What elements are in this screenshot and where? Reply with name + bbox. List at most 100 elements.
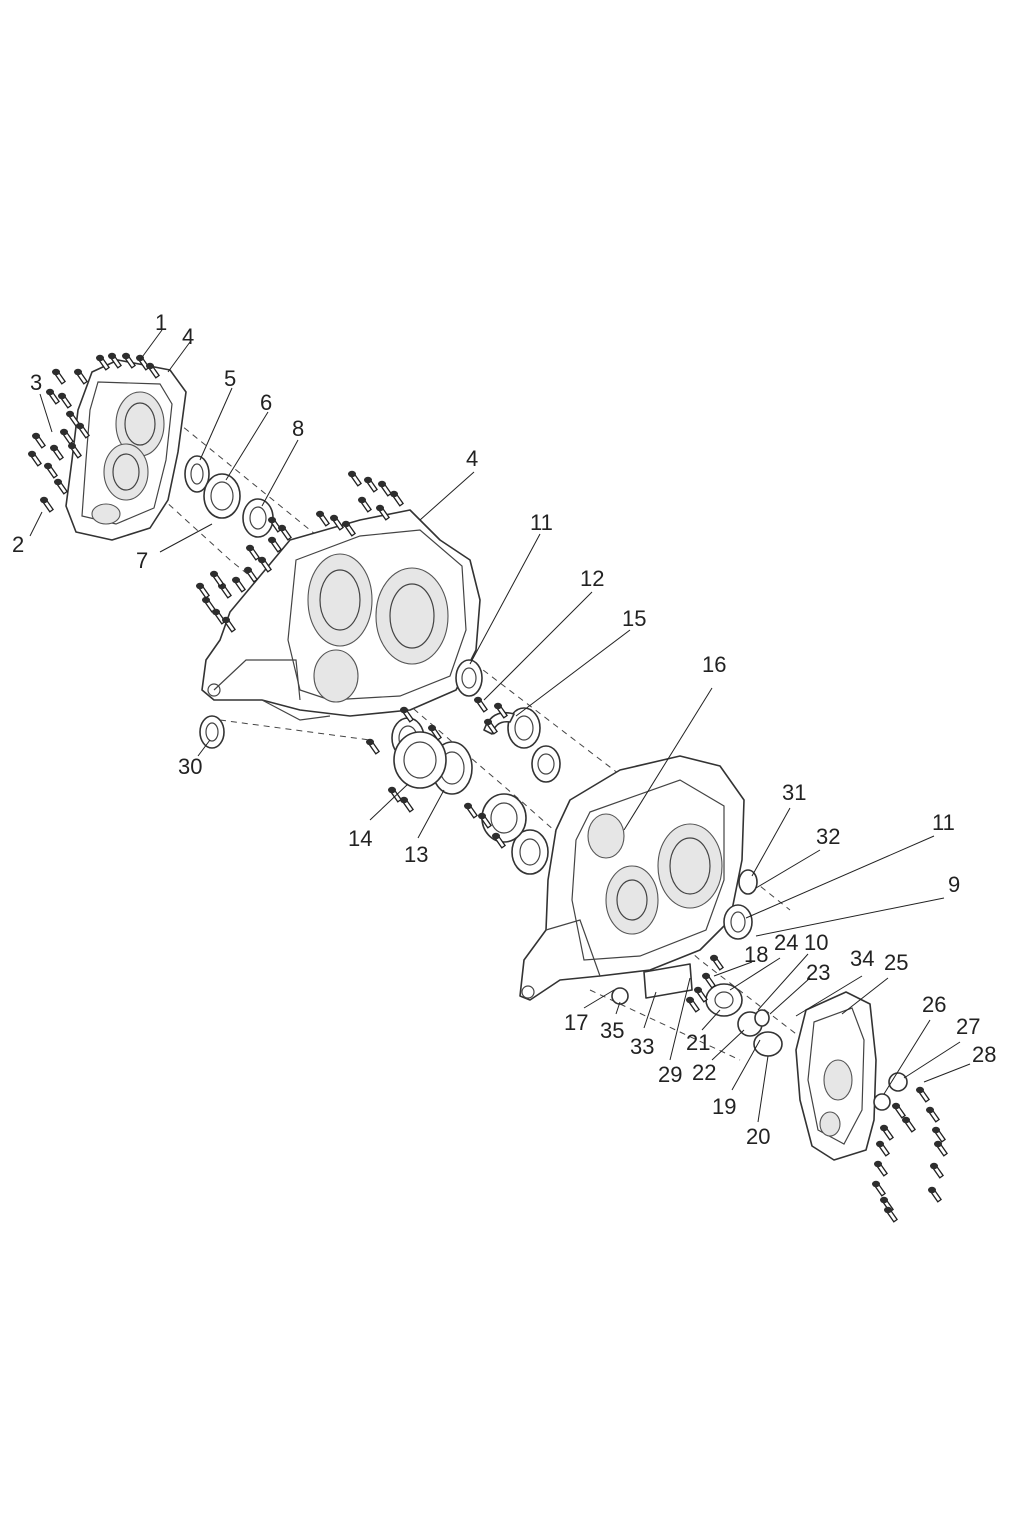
plate-center bbox=[481, 793, 527, 843]
bolt-icon bbox=[52, 368, 67, 385]
callout-16: 16 bbox=[702, 652, 726, 677]
callout-19: 19 bbox=[712, 1094, 736, 1119]
callout-4-upper: 4 bbox=[182, 324, 194, 349]
bolt-icon bbox=[202, 596, 217, 613]
callout-20: 20 bbox=[746, 1124, 770, 1149]
callout-6: 6 bbox=[260, 390, 272, 415]
bolt-icon bbox=[892, 1102, 907, 1119]
bolt-icon bbox=[108, 352, 123, 369]
bolt-icon bbox=[40, 496, 55, 513]
bolt-icon bbox=[494, 702, 509, 719]
seal-part-30 bbox=[199, 715, 225, 749]
callout-18: 18 bbox=[744, 942, 768, 967]
bolt-icon bbox=[428, 724, 443, 741]
bolt-icon bbox=[932, 1126, 947, 1143]
seal-part-11-upper bbox=[455, 659, 483, 697]
callout-31: 31 bbox=[782, 780, 806, 805]
bolt-icon bbox=[378, 480, 393, 497]
bolt-icon bbox=[928, 1186, 943, 1203]
bolt-icon bbox=[710, 954, 725, 971]
bearing-center-d bbox=[511, 829, 549, 875]
bearings-and-seals bbox=[184, 455, 908, 1111]
bolt-icon bbox=[934, 1140, 949, 1157]
bolt-icon bbox=[390, 490, 405, 507]
bolt-icon bbox=[244, 566, 259, 583]
bolt-icon bbox=[330, 514, 345, 531]
bolt-icon bbox=[474, 696, 489, 713]
front-cover bbox=[65, 359, 187, 541]
bolt-icon bbox=[210, 570, 225, 587]
bolt-icon bbox=[694, 986, 709, 1003]
bolt-icon bbox=[316, 510, 331, 527]
bolt-icon bbox=[930, 1162, 945, 1179]
callout-9: 9 bbox=[948, 872, 960, 897]
bolt-icon bbox=[492, 832, 507, 849]
bolt-icon bbox=[46, 388, 61, 405]
callout-1: 1 bbox=[155, 310, 167, 335]
bushing-part-31 bbox=[738, 869, 758, 895]
bolt-icon bbox=[686, 996, 701, 1013]
callout-24: 24 bbox=[774, 930, 798, 955]
bolt-icon bbox=[364, 476, 379, 493]
callout-8: 8 bbox=[292, 416, 304, 441]
bolt-icon bbox=[478, 812, 493, 829]
callout-28: 28 bbox=[972, 1042, 996, 1067]
callout-27: 27 bbox=[956, 1014, 980, 1039]
callout-2: 2 bbox=[12, 532, 24, 557]
callout-5: 5 bbox=[224, 366, 236, 391]
bolt-icon bbox=[902, 1116, 917, 1133]
bearing-part-6 bbox=[203, 473, 241, 519]
bolt-icon bbox=[348, 470, 363, 487]
gasket-part-33 bbox=[643, 963, 693, 999]
bolt-icon bbox=[74, 368, 89, 385]
bolt-icon bbox=[28, 450, 43, 467]
callout-10: 10 bbox=[804, 930, 828, 955]
seal-part-23 bbox=[754, 1009, 770, 1027]
bolt-icon bbox=[880, 1124, 895, 1141]
bolt-icon bbox=[146, 362, 161, 379]
bolt-icon bbox=[268, 536, 283, 553]
leader-lines bbox=[29, 329, 971, 1123]
bolt-icon bbox=[400, 706, 415, 723]
plug-part-27 bbox=[888, 1072, 908, 1092]
bolt-icon bbox=[278, 524, 293, 541]
bearing-center-b bbox=[507, 707, 541, 749]
callout-22: 22 bbox=[692, 1060, 716, 1085]
callout-25: 25 bbox=[884, 950, 908, 975]
bearing-part-8 bbox=[242, 498, 274, 538]
pump-part-21 bbox=[705, 983, 743, 1017]
plate-part-14 bbox=[393, 731, 447, 789]
bolt-icon bbox=[58, 392, 73, 409]
callout-13: 13 bbox=[404, 842, 428, 867]
bolt-icon bbox=[44, 462, 59, 479]
callout-4-center: 4 bbox=[466, 446, 478, 471]
rear-end-cover bbox=[795, 991, 877, 1161]
bolt-icon bbox=[258, 556, 273, 573]
callout-11-lower: 11 bbox=[932, 810, 955, 835]
bolt-icon bbox=[926, 1106, 941, 1123]
callout-30: 30 bbox=[178, 754, 202, 779]
bolt-icon bbox=[76, 422, 91, 439]
bolt-icon bbox=[68, 442, 83, 459]
bolt-icon bbox=[232, 576, 247, 593]
callout-3: 3 bbox=[30, 370, 42, 395]
bolt-icon bbox=[358, 496, 373, 513]
callout-21: 21 bbox=[686, 1030, 710, 1055]
bolt-icon bbox=[916, 1086, 931, 1103]
callout-11-upper: 11 bbox=[530, 510, 553, 535]
seal-part-5 bbox=[184, 455, 210, 493]
callout-14: 14 bbox=[348, 826, 372, 851]
bolt-icon bbox=[702, 972, 717, 989]
callout-29: 29 bbox=[658, 1062, 682, 1087]
bolt-icon bbox=[342, 520, 357, 537]
bolt-icon bbox=[122, 352, 137, 369]
callout-34: 34 bbox=[850, 946, 874, 971]
bolt-icon bbox=[884, 1206, 899, 1223]
callout-26: 26 bbox=[922, 992, 946, 1017]
callout-15: 15 bbox=[622, 606, 646, 631]
callout-12: 12 bbox=[580, 566, 604, 591]
seal-part-11-lower bbox=[723, 904, 753, 940]
filter-part-35 bbox=[611, 987, 629, 1005]
bolt-icon bbox=[400, 796, 415, 813]
